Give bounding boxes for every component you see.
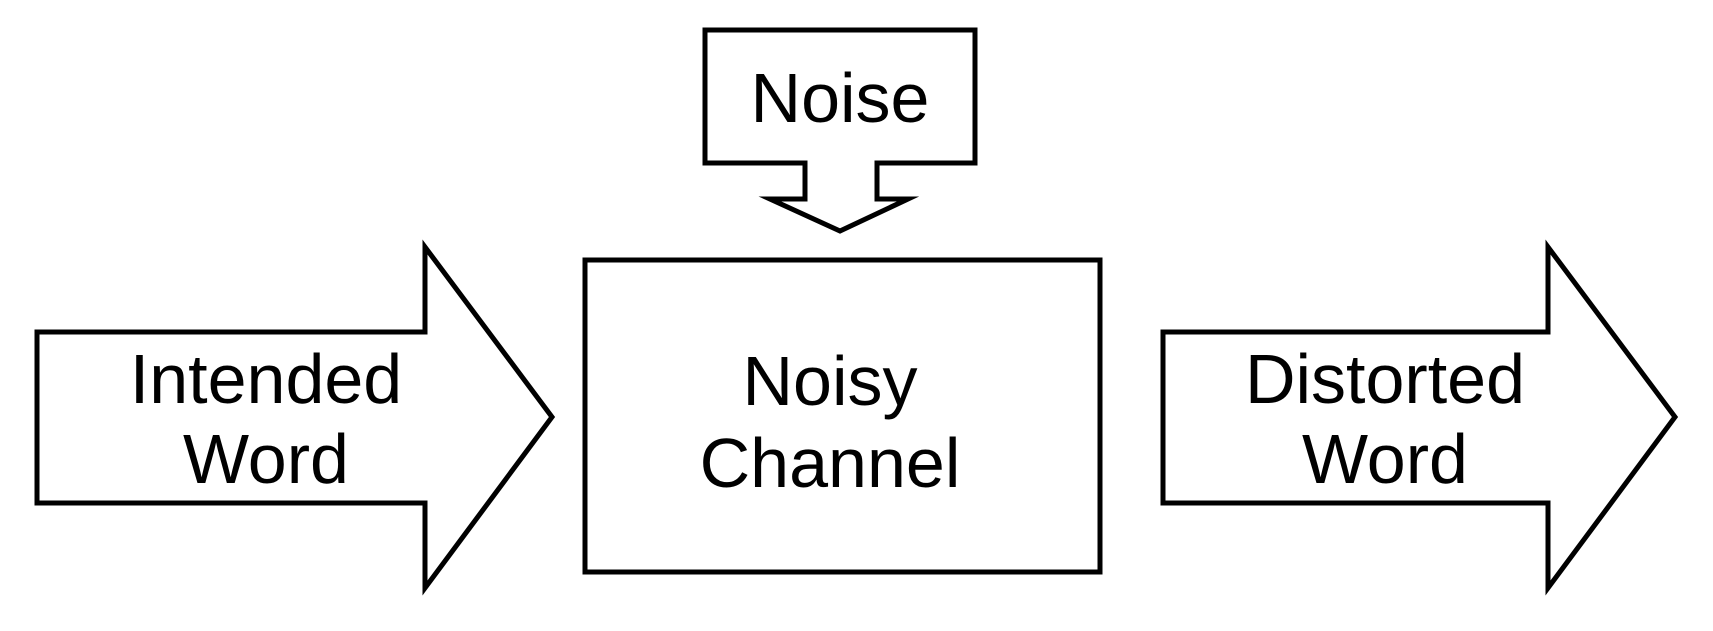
noisy-channel-box <box>582 257 1103 575</box>
noisy-channel-label-line2: Channel <box>700 424 961 502</box>
intended-word-label-line1: Intended <box>130 340 402 418</box>
distorted-word-label-line1: Distorted <box>1245 340 1525 418</box>
noisy-channel-label-line1: Noisy <box>742 342 917 420</box>
intended-word-arrow <box>34 239 556 596</box>
noise-box-down-arrow-shape <box>702 27 978 234</box>
distorted-word-label-line2: Word <box>1302 420 1468 498</box>
noise-label: Noise <box>751 59 930 137</box>
intended-word-label-line2: Word <box>183 420 349 498</box>
distorted-word-arrow <box>1160 239 1679 596</box>
